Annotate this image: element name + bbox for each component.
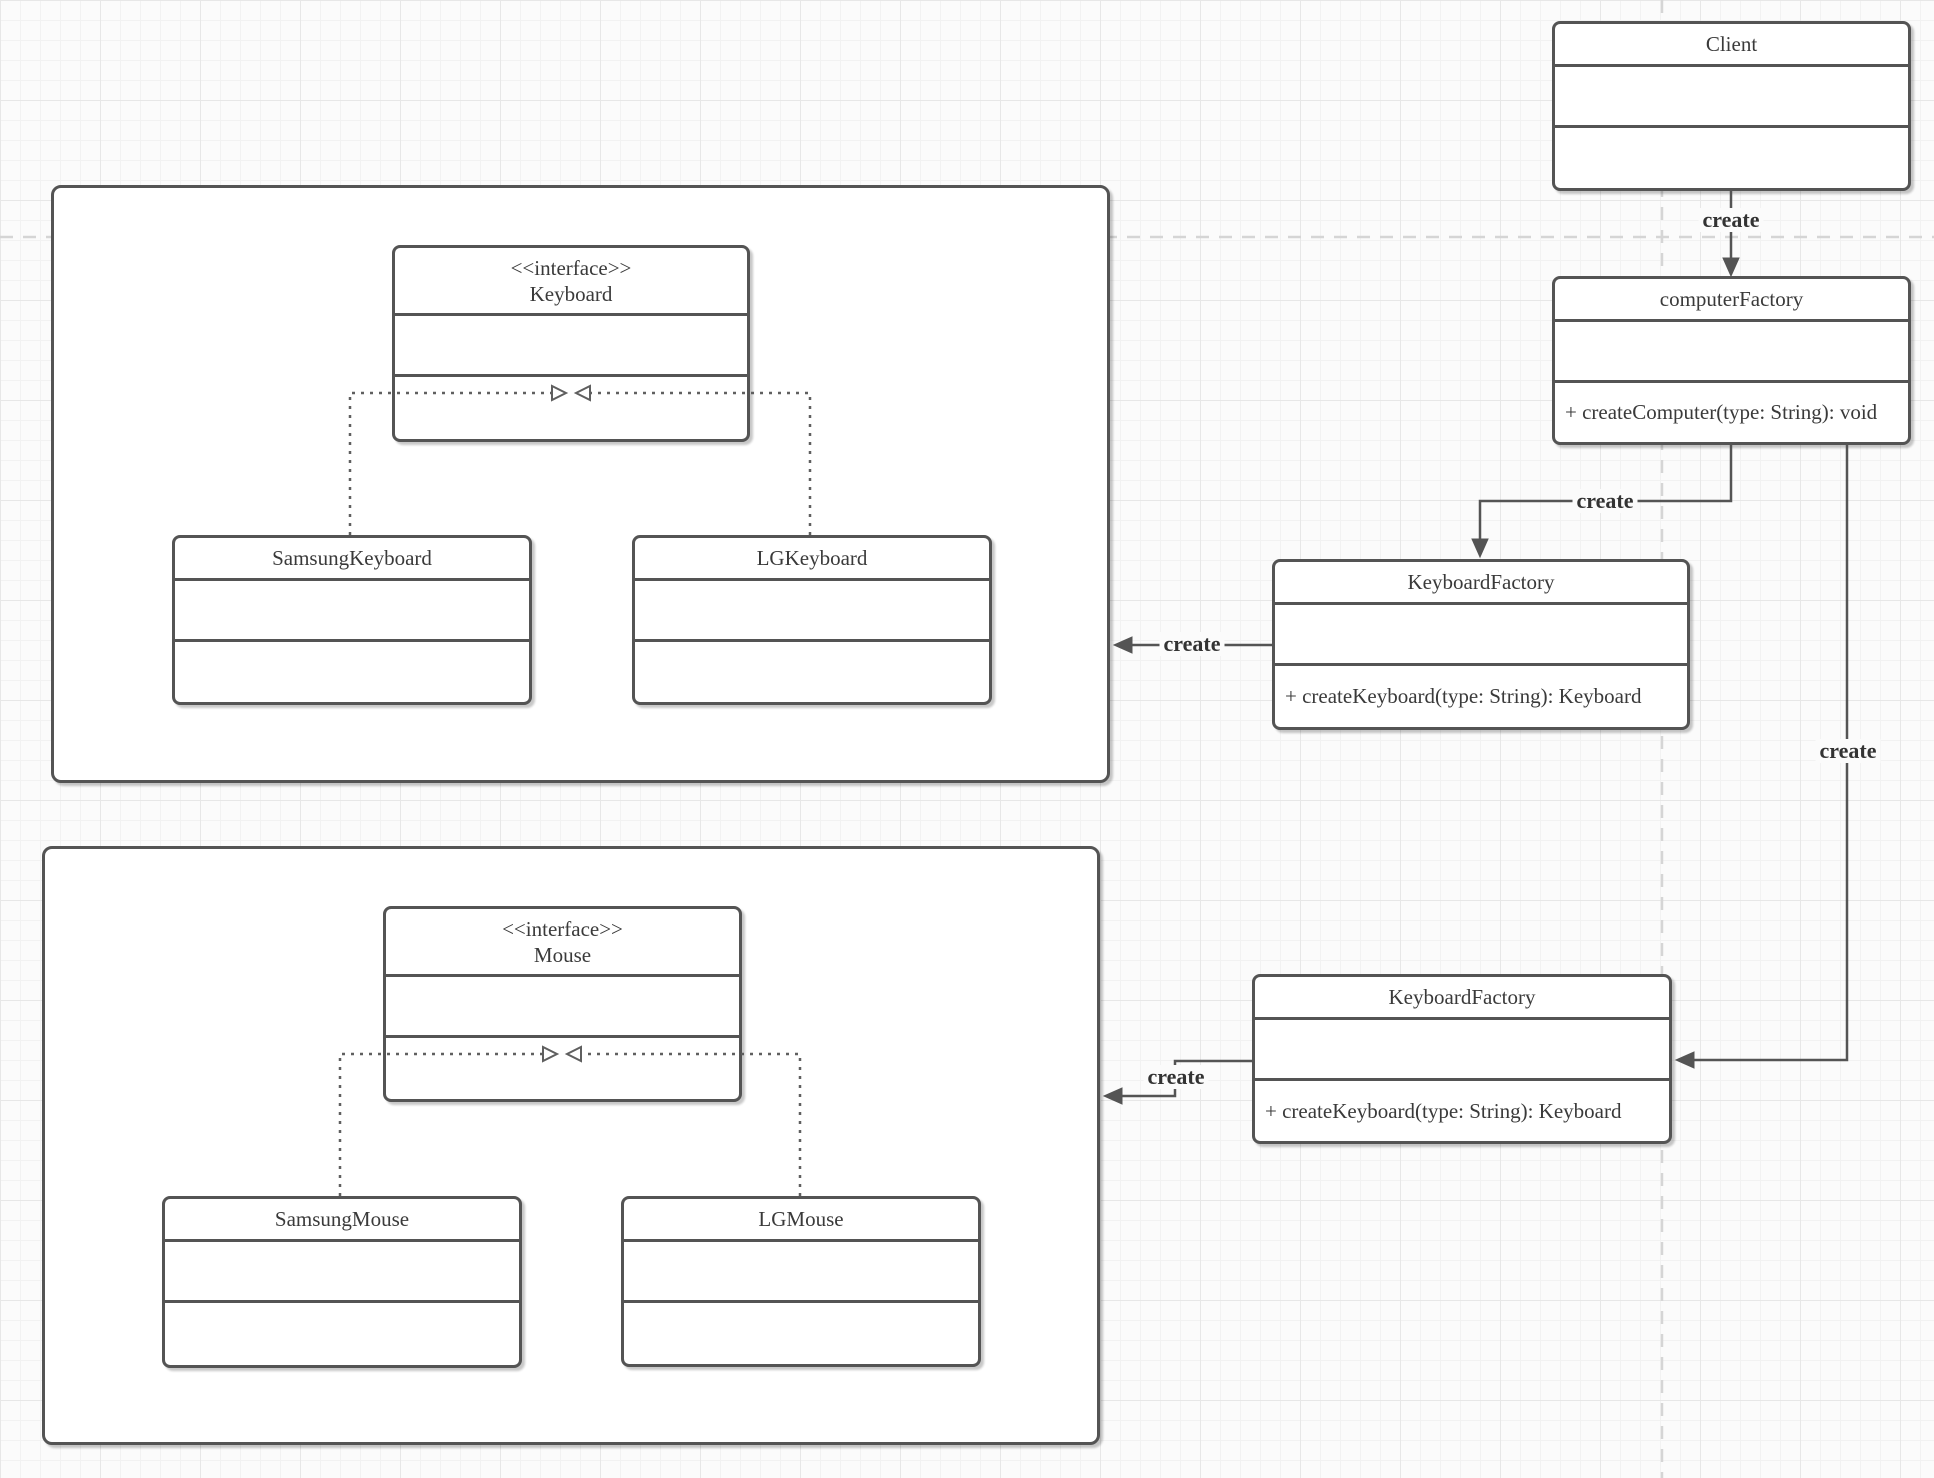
- interface-mouse[interactable]: <<interface>> Mouse: [383, 906, 742, 1102]
- interface-mouse-attributes: [386, 974, 739, 1035]
- hollow-triangle-right-icon: [551, 384, 569, 402]
- hollow-triangle-left-icon: [573, 384, 591, 402]
- arrowhead-left-icon: [1112, 636, 1133, 654]
- interface-keyboard-title: <<interface>> Keyboard: [395, 248, 747, 313]
- class-computer-factory-attributes: [1555, 319, 1908, 380]
- hollow-triangle-right-icon: [542, 1045, 560, 1063]
- class-samsung-keyboard[interactable]: SamsungKeyboard: [172, 535, 532, 705]
- class-lg-keyboard-methods: [635, 639, 989, 702]
- edge-computerfactory-to-keyboardfactory-bottom[interactable]: [1693, 445, 1849, 1062]
- class-keyboard-factory-top-methods: + createKeyboard(type: String): Keyboard: [1275, 663, 1687, 727]
- edge-lgmouse-implements-mouse[interactable]: [581, 1052, 802, 1196]
- edge-samsungmouse-implements-mouse[interactable]: [338, 1052, 543, 1196]
- class-lg-keyboard-attributes: [635, 578, 989, 639]
- class-keyboard-factory-bottom-attributes: [1255, 1017, 1669, 1078]
- edge-lgkeyboard-implements-keyboard[interactable]: [590, 391, 812, 535]
- class-client[interactable]: Client: [1552, 21, 1911, 191]
- method-text: + createKeyboard(type: String): Keyboard: [1285, 684, 1642, 708]
- class-samsung-mouse-attributes: [165, 1239, 519, 1300]
- edge-label-create[interactable]: create: [1159, 632, 1225, 656]
- class-title-text: KeyboardFactory: [1388, 985, 1536, 1009]
- class-keyboard-factory-bottom-methods: + createKeyboard(type: String): Keyboard: [1255, 1078, 1669, 1141]
- class-title-text: KeyboardFactory: [1407, 570, 1555, 594]
- edge-label-create[interactable]: create: [1698, 208, 1764, 232]
- class-keyboard-factory-top[interactable]: KeyboardFactory + createKeyboard(type: S…: [1272, 559, 1690, 730]
- class-title-text: SamsungKeyboard: [272, 546, 432, 570]
- class-lg-mouse-attributes: [624, 1239, 978, 1300]
- class-computer-factory-methods: + createComputer(type: String): void: [1555, 380, 1908, 442]
- arrowhead-left-icon: [1102, 1087, 1123, 1105]
- class-client-attributes: [1555, 64, 1908, 125]
- class-samsung-mouse-title: SamsungMouse: [165, 1199, 519, 1239]
- class-samsung-keyboard-methods: [175, 639, 529, 702]
- hollow-triangle-left-icon: [564, 1045, 582, 1063]
- class-title-text: LGKeyboard: [756, 546, 868, 570]
- class-keyboard-factory-bottom[interactable]: KeyboardFactory + createKeyboard(type: S…: [1252, 974, 1672, 1144]
- method-text: + createComputer(type: String): void: [1565, 400, 1878, 424]
- class-samsung-keyboard-title: SamsungKeyboard: [175, 538, 529, 578]
- class-keyboard-factory-top-title: KeyboardFactory: [1275, 562, 1687, 602]
- interface-keyboard-methods: [395, 374, 747, 439]
- edge-label-create[interactable]: create: [1815, 739, 1881, 763]
- edge-label-create[interactable]: create: [1572, 489, 1638, 513]
- class-title-text: SamsungMouse: [274, 1207, 410, 1231]
- edge-samsungkeyboard-implements-keyboard[interactable]: [348, 391, 552, 535]
- class-lg-keyboard[interactable]: LGKeyboard: [632, 535, 992, 705]
- edge-label-create[interactable]: create: [1143, 1065, 1209, 1089]
- class-lg-mouse[interactable]: LGMouse: [621, 1196, 981, 1367]
- class-computer-factory-title: computerFactory: [1555, 279, 1908, 319]
- arrowhead-down-icon: [1722, 257, 1740, 278]
- class-lg-mouse-methods: [624, 1300, 978, 1364]
- arrowhead-left-icon: [1674, 1051, 1695, 1069]
- class-title-text: LGMouse: [758, 1207, 844, 1231]
- class-title-text: Keyboard: [529, 281, 613, 306]
- interface-mouse-title: <<interface>> Mouse: [386, 909, 739, 974]
- arrowhead-down-icon: [1471, 538, 1489, 559]
- method-text: + createKeyboard(type: String): Keyboard: [1265, 1098, 1622, 1123]
- class-title-text: Client: [1705, 32, 1758, 56]
- class-keyboard-factory-bottom-title: KeyboardFactory: [1255, 977, 1669, 1017]
- class-keyboard-factory-top-attributes: [1275, 602, 1687, 663]
- class-lg-keyboard-title: LGKeyboard: [635, 538, 989, 578]
- stereotype-text: <<interface>>: [502, 916, 623, 941]
- class-computer-factory[interactable]: computerFactory + createComputer(type: S…: [1552, 276, 1911, 445]
- class-title-text: computerFactory: [1659, 287, 1804, 311]
- class-client-methods: [1555, 125, 1908, 188]
- class-lg-mouse-title: LGMouse: [624, 1199, 978, 1239]
- class-title-text: Mouse: [533, 942, 592, 967]
- class-client-title: Client: [1555, 24, 1908, 64]
- interface-mouse-methods: [386, 1035, 739, 1099]
- class-samsung-mouse-methods: [165, 1300, 519, 1365]
- stereotype-text: <<interface>>: [510, 255, 632, 280]
- class-samsung-mouse[interactable]: SamsungMouse: [162, 1196, 522, 1368]
- interface-keyboard-attributes: [395, 313, 747, 374]
- interface-keyboard[interactable]: <<interface>> Keyboard: [392, 245, 750, 442]
- class-samsung-keyboard-attributes: [175, 578, 529, 639]
